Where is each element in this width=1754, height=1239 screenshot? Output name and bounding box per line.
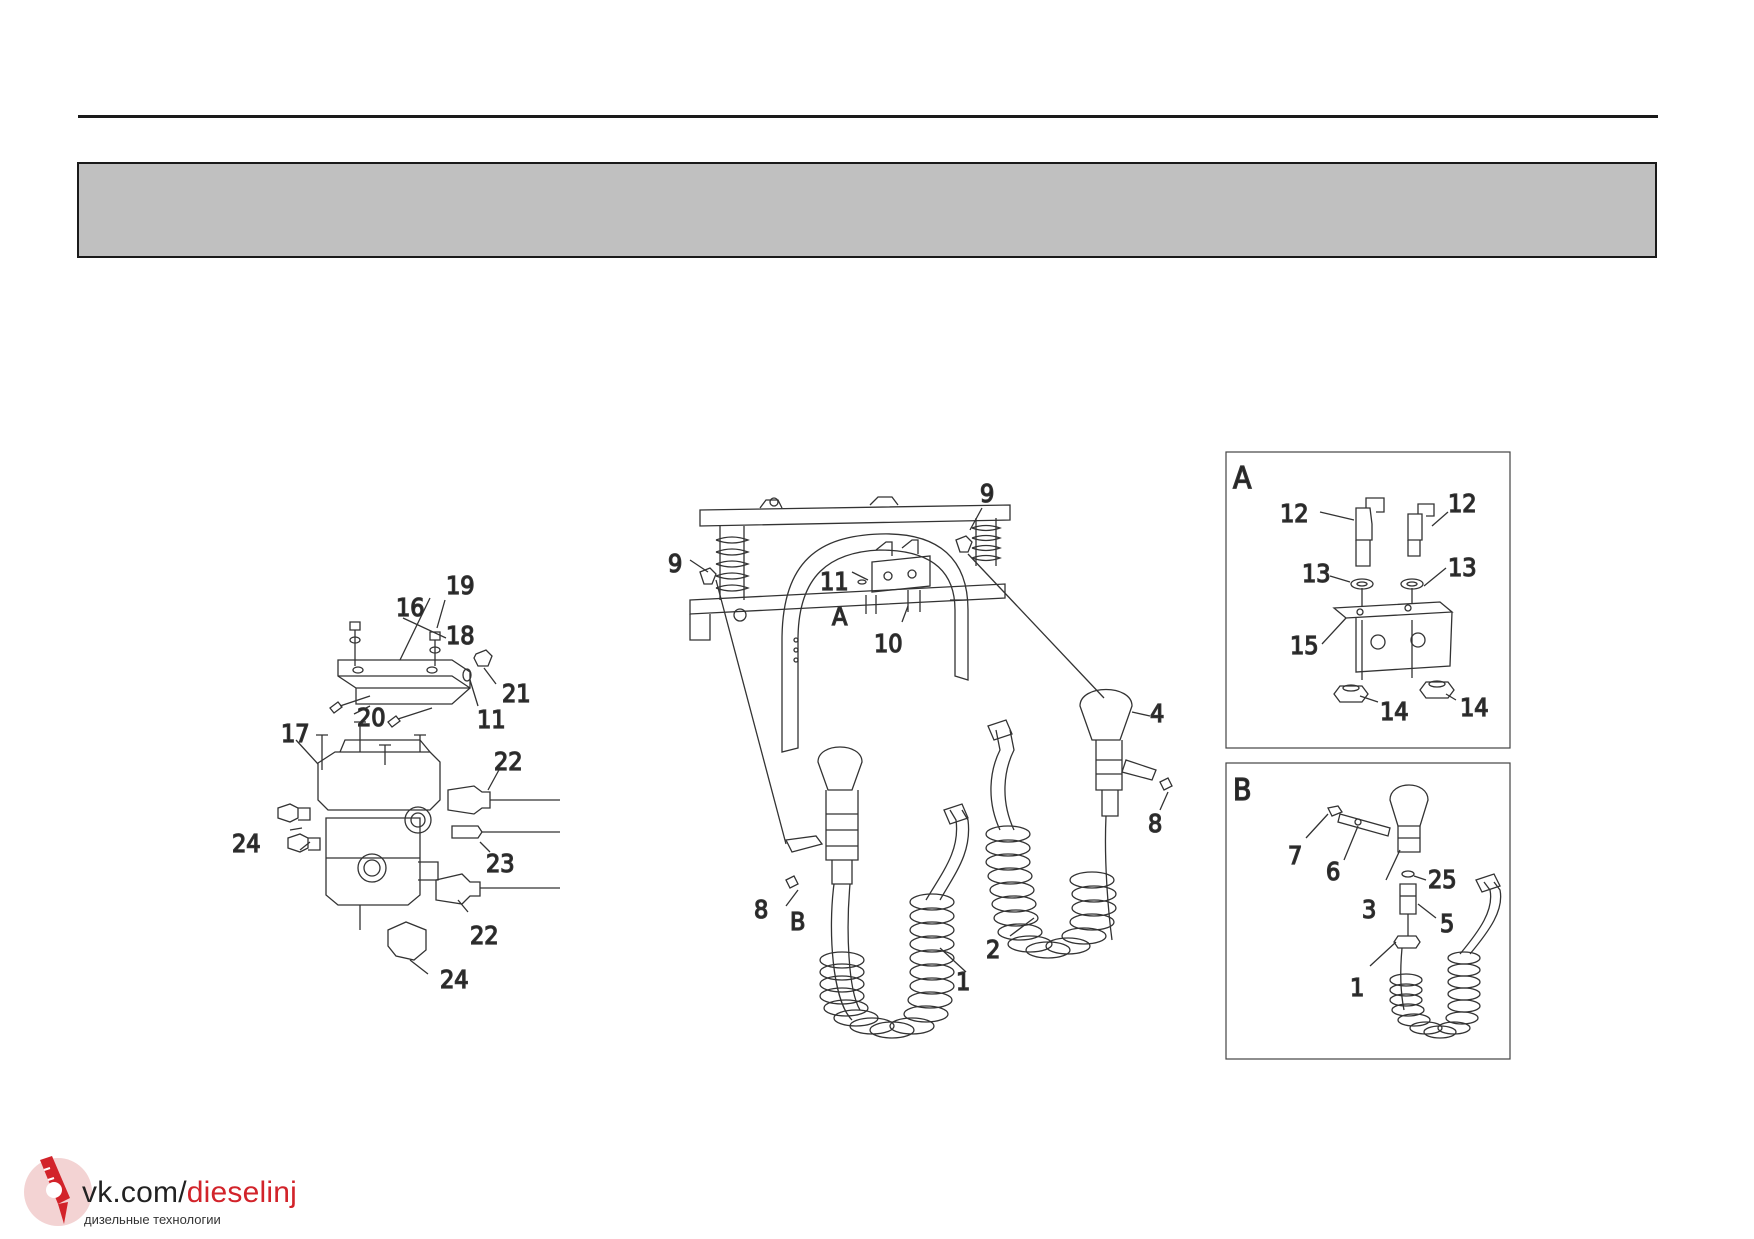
callout-17: 17	[281, 719, 310, 748]
callout-22-lower: 22	[470, 921, 499, 950]
callout-21: 21	[502, 679, 531, 708]
callout-15: 15	[1290, 631, 1319, 660]
callout-12-left: 12	[1280, 499, 1309, 528]
valve-assembly: 16 19 18 21 11 20 17 22 23 22 24 24	[231, 570, 560, 995]
callout-12-right: 12	[1448, 489, 1477, 518]
callout-23: 23	[486, 849, 515, 878]
frame-assembly: 9 9 11 A 10 4 8 8 B 1 2	[667, 478, 1173, 1039]
callout-19: 19	[446, 571, 475, 600]
callout-3: 3	[1362, 895, 1376, 924]
callout-6: 6	[1326, 857, 1340, 886]
callout-24-left: 24	[232, 829, 261, 858]
callout-24-bottom: 24	[440, 965, 469, 994]
callout-4: 4	[1150, 699, 1164, 728]
callout-13-left: 13	[1302, 559, 1331, 588]
callout-14-left: 14	[1380, 697, 1409, 726]
dieselinj-logo-icon	[24, 1156, 92, 1226]
callout-8-right: 8	[1148, 809, 1162, 838]
detail-b-title: B	[1233, 773, 1252, 808]
detail-a-panel: A 12 12 13 13 15 14 14	[1225, 451, 1511, 749]
title-banner	[77, 162, 1657, 258]
callout-22-upper: 22	[494, 747, 523, 776]
callout-13-right: 13	[1448, 553, 1477, 582]
callout-11-center: 11	[820, 567, 849, 596]
callout-1-detail: 1	[1350, 973, 1364, 1002]
callout-B-frame: B	[790, 907, 805, 936]
callout-1: 1	[956, 967, 970, 996]
callout-9-right: 9	[980, 479, 994, 508]
callout-9-left: 9	[668, 549, 682, 578]
callout-14-right: 14	[1460, 693, 1489, 722]
logo-domain: vk.com/	[82, 1176, 187, 1209]
callout-8-left: 8	[754, 895, 768, 924]
logo-accent: dieselinj	[186, 1176, 297, 1209]
detail-a-title: A	[1233, 461, 1252, 496]
callout-5: 5	[1440, 909, 1454, 938]
detail-b-panel: B 7 6 3 25 5 1	[1225, 762, 1511, 1060]
callout-16: 16	[396, 593, 425, 622]
callout-25: 25	[1428, 865, 1457, 894]
callout-7: 7	[1288, 841, 1302, 870]
callout-11: 11	[477, 705, 506, 734]
logo-wordmark[interactable]: vk.com/dieselinj	[82, 1176, 297, 1210]
callout-A-frame: A	[832, 602, 848, 631]
callout-20: 20	[357, 703, 386, 732]
logo-tagline: дизельные технологии	[84, 1212, 221, 1227]
header-rule	[78, 115, 1658, 118]
callout-2: 2	[986, 935, 1000, 964]
callout-18: 18	[446, 621, 475, 650]
callout-10: 10	[874, 629, 903, 658]
